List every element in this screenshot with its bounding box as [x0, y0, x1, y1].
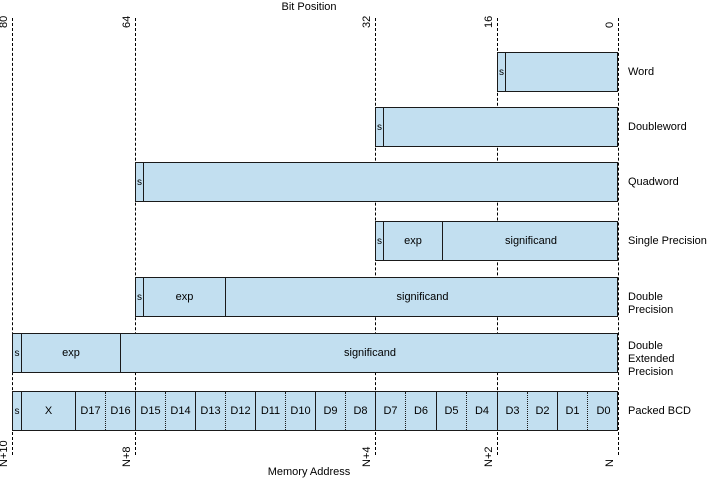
field-sign-s: s [13, 334, 22, 372]
field-digit-d16: D16 [106, 392, 136, 430]
memory-tick-Nplus4: N+4 [361, 446, 373, 468]
field-sign-s: s [136, 278, 144, 316]
field-digit-d0: D0 [596, 405, 611, 417]
field-digit-d1: D1 [558, 392, 588, 430]
field-digit-d12: D12 [226, 392, 256, 430]
field-digit-d13: D13 [196, 392, 226, 430]
field-digit-d17: D17 [76, 392, 106, 430]
field-exp-exp: exp [384, 222, 443, 260]
row-label-packed-bcd: Packed BCD [628, 405, 691, 417]
bit-tick-32: 32 [361, 15, 373, 28]
field-digit-d11: D11 [256, 392, 286, 430]
field-exp-exp: exp [22, 334, 121, 372]
field-sign-s: s [376, 222, 384, 260]
field-significand-significand: significand [344, 347, 396, 359]
gridline-bit-64 [135, 18, 136, 455]
field-sign-s: s [376, 108, 384, 146]
field-digit-d15: D15 [136, 392, 166, 430]
field-digit-d5: D5 [437, 392, 467, 430]
field-digit-d10: D10 [286, 392, 316, 430]
memory-address-title: Memory Address [267, 466, 351, 478]
format-bar-word: s [497, 52, 618, 92]
row-label-word: Word [628, 66, 655, 78]
row-label-doubleword: Doubleword [628, 121, 687, 133]
memory-tick-Nplus8: N+8 [121, 446, 133, 468]
field-value [144, 163, 619, 201]
bit-position-title: Bit Position [281, 1, 337, 13]
field-value [506, 53, 619, 91]
format-bar-quadword: s [135, 162, 618, 202]
field-digit-d8: D8 [346, 392, 376, 430]
row-label-double-extended-precision: Double Extended Precision [628, 340, 675, 378]
field-digit-d2: D2 [528, 392, 558, 430]
memory-tick-Nplus2: N+2 [483, 446, 495, 468]
field-value [384, 108, 619, 146]
gridline-bit-0 [618, 18, 619, 455]
field-digit-d14: D14 [166, 392, 196, 430]
field-unused-x: X [22, 392, 76, 430]
gridline-bit-80 [12, 18, 13, 455]
field-exp-exp: exp [144, 278, 226, 316]
bit-tick-0: 0 [604, 21, 616, 28]
field-sign-s: s [136, 163, 144, 201]
field-sign-s: s [498, 53, 506, 91]
field-digit-d4: D4 [467, 392, 498, 430]
format-bar-doubleword: s [375, 107, 618, 147]
field-significand-significand: significand [396, 291, 449, 303]
row-label-double-precision: Double Precision [628, 291, 674, 316]
field-digit-d7: D7 [376, 392, 406, 430]
field-significand-significand: significand [505, 235, 557, 247]
row-label-quadword: Quadword [628, 176, 679, 188]
field-sign-s: s [13, 392, 22, 430]
field-digit-d3: D3 [498, 392, 528, 430]
row-label-single-precision: Single Precision [628, 235, 707, 247]
bit-tick-80: 80 [0, 15, 10, 28]
field-digit-d9: D9 [316, 392, 346, 430]
bit-tick-16: 16 [483, 15, 495, 28]
field-digit-d6: D6 [406, 392, 437, 430]
bit-tick-64: 64 [121, 15, 133, 28]
memory-tick-N: N [604, 459, 616, 467]
memory-tick-Nplus10: N+10 [0, 440, 10, 467]
